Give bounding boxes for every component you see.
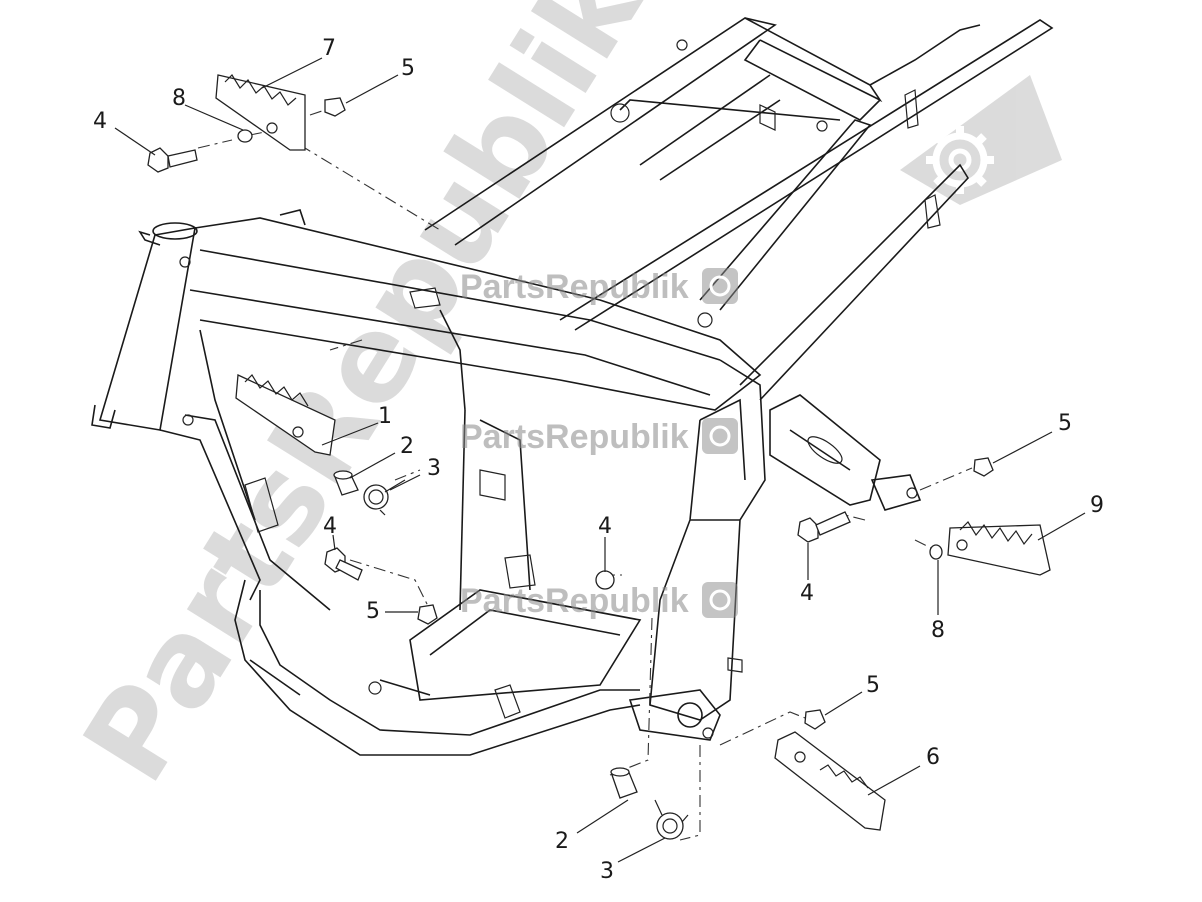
- gear-icon: [709, 589, 731, 611]
- callout-4b: 4: [323, 514, 337, 539]
- callout-4c: 4: [598, 514, 612, 539]
- footpeg-part-7: [215, 74, 306, 151]
- washer-part-8a: [237, 129, 253, 143]
- callout-8b: 8: [931, 618, 945, 643]
- callout-labels: 7 5 8 4 1 2 3 4 5 4 5 9 4 8 5 6 2 3: [93, 36, 1104, 884]
- footpeg-part-9: [947, 521, 1051, 576]
- spacer-part-2a: [333, 470, 359, 496]
- callout-6: 6: [926, 745, 940, 770]
- watermark-brand-text: PartsRepublik: [460, 582, 689, 620]
- callout-2b: 2: [555, 829, 569, 854]
- callout-1: 1: [378, 404, 392, 429]
- nut-part-5a: [324, 97, 346, 117]
- callout-3a: 3: [427, 456, 441, 481]
- callout-5b: 5: [366, 599, 380, 624]
- main-frame: [91, 17, 1054, 756]
- watermark-gear-badge: [900, 75, 1062, 205]
- nut-part-5b: [417, 604, 438, 625]
- callout-2a: 2: [400, 434, 414, 459]
- watermark-wordmark-3: PartsRepublik: [460, 582, 738, 620]
- callout-5c: 5: [1058, 411, 1072, 436]
- callout-5a: 5: [401, 56, 415, 81]
- footpeg-part-1: [235, 374, 336, 456]
- watermark-diagonal: PartsRepublik: [57, 0, 669, 805]
- bolt-part-4b: [324, 547, 363, 581]
- callout-4d: 4: [800, 581, 814, 606]
- nut-part-5c: [973, 457, 994, 477]
- watermark-wordmark-1: PartsRepublik: [460, 268, 738, 306]
- callout-3b: 3: [600, 859, 614, 884]
- footpeg-part-6: [774, 731, 886, 831]
- nut-part-5d: [804, 709, 826, 730]
- gear-icon: [926, 126, 994, 194]
- callout-7: 7: [322, 36, 336, 61]
- watermark-brand-text: PartsRepublik: [460, 418, 689, 456]
- washer-part-8b: [929, 544, 943, 560]
- callout-9: 9: [1090, 493, 1104, 518]
- watermark-wordmark-2: PartsRepublik: [460, 418, 738, 456]
- callout-5d: 5: [866, 673, 880, 698]
- gear-icon: [709, 275, 731, 297]
- spring-part-3a: [363, 479, 406, 516]
- callout-4a: 4: [93, 109, 107, 134]
- spring-part-3b: [654, 799, 689, 840]
- watermark-diagonal-text: PartsRepublik: [57, 0, 669, 805]
- bolt-part-4d: [797, 511, 851, 543]
- callout-8a: 8: [172, 86, 186, 111]
- leader-lines: [114, 57, 1086, 863]
- gear-icon: [709, 425, 731, 447]
- watermark-brand-text: PartsRepublik: [460, 268, 689, 306]
- spacer-part-2b: [610, 767, 638, 799]
- bolt-part-4a: [147, 147, 198, 173]
